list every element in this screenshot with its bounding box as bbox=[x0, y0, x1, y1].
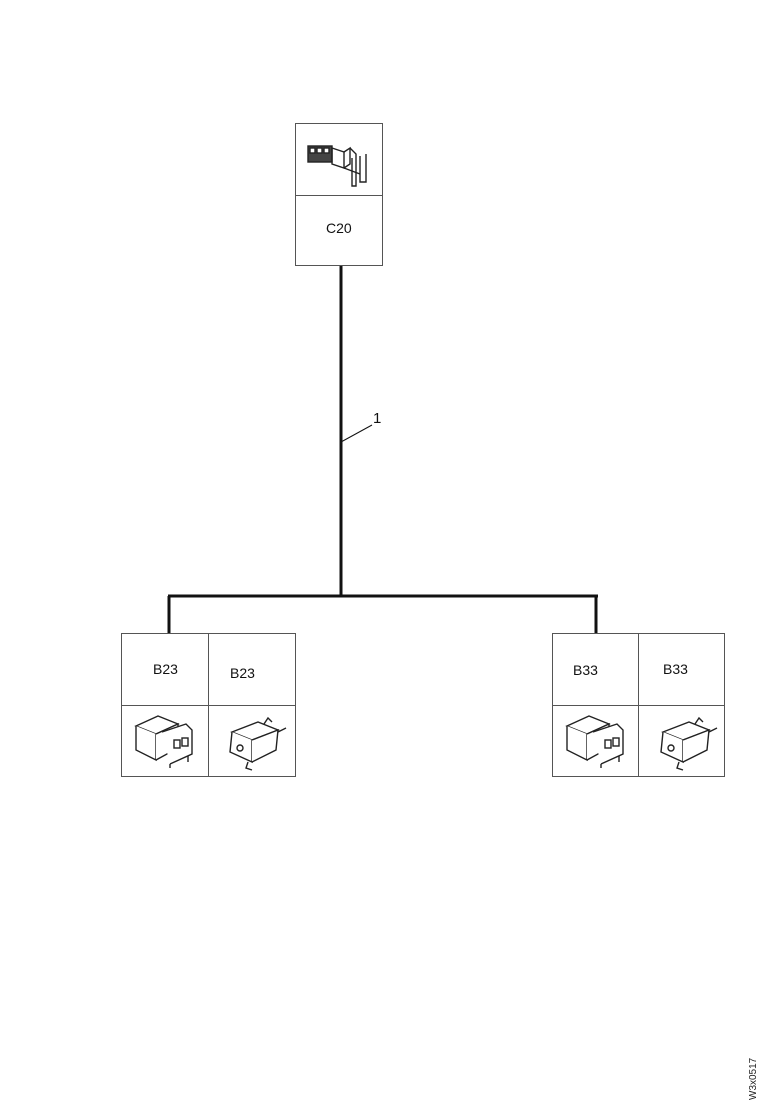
connector-housing-icon bbox=[565, 715, 624, 768]
component-plug-icon bbox=[229, 716, 287, 771]
right-component-group[interactable]: B33 B33 bbox=[552, 633, 725, 777]
connector-housing-icon bbox=[134, 715, 193, 768]
component-label-b23-b: B23 bbox=[230, 665, 255, 681]
connector-label-c20: C20 bbox=[326, 220, 352, 236]
component-label-b33-b: B33 bbox=[663, 661, 688, 677]
harness-connector-icon bbox=[307, 145, 367, 187]
wire-callout-number: 1 bbox=[373, 410, 382, 427]
drawing-id: W3x0517 bbox=[748, 1057, 759, 1100]
component-label-b23-a: B23 bbox=[153, 661, 178, 677]
left-component-group[interactable]: B23 B23 bbox=[121, 633, 296, 777]
component-plug-icon bbox=[660, 716, 718, 771]
component-label-b33-a: B33 bbox=[573, 662, 598, 678]
callout-leader bbox=[340, 424, 373, 443]
top-connector-box[interactable]: C20 bbox=[295, 123, 383, 266]
